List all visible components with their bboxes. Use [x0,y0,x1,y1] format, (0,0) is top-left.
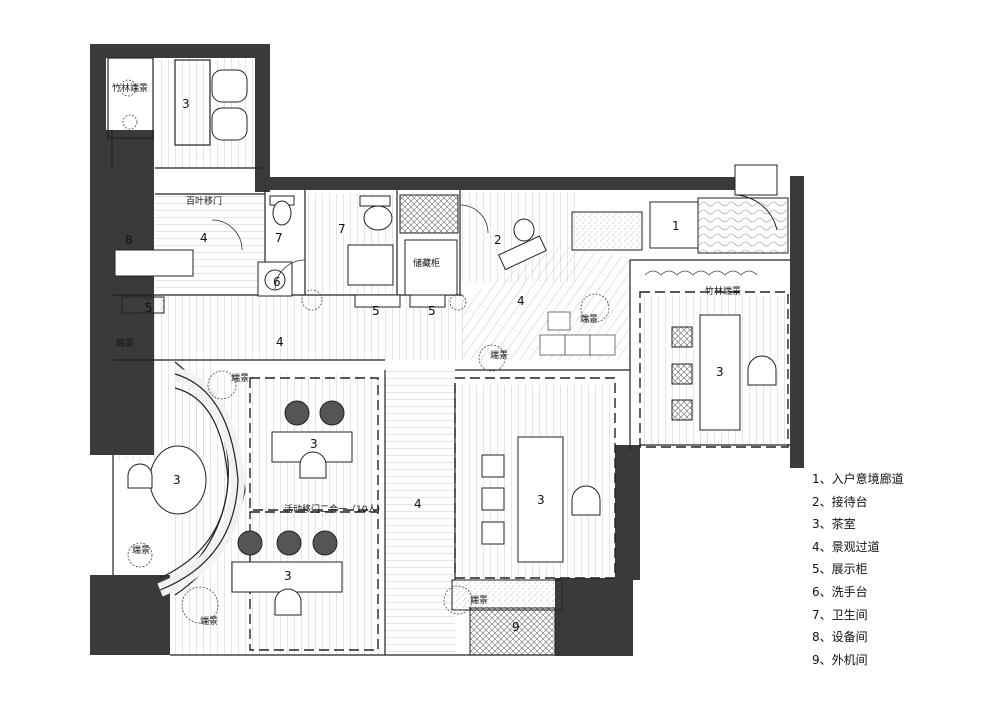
door-swings [112,204,489,411]
room-label-7-a: 7 [275,231,283,245]
legend-item: 6、洗手台 [812,584,868,599]
room-legend: 1、入户意境廊道 2、接待台 3、茶室 4、景观过道 5、展示柜 6、洗手台 7… [812,468,992,671]
room-number-labels: 3 8 4 7 7 2 1 6 5 5 5 4 4 3 3 3 3 4 3 9 [125,97,724,634]
annotation-louver-door: 百叶移门 [186,195,222,207]
room-label-5-a: 5 [145,301,153,315]
room-label-7-b: 7 [338,222,346,236]
annotation-end-scene-5: 端景 [200,615,218,627]
legend-item: 2、接待台 [812,494,868,509]
room-label-5-b: 5 [372,304,380,318]
room-label-3-center-table: 3 [537,493,545,507]
room-label-4-diagonal: 4 [517,294,525,308]
floor-hatching [112,58,785,655]
annotation-storage-cabinet: 储藏柜 [413,257,440,269]
toilets [257,194,459,297]
entry-corridor [571,164,789,254]
right-tearoom-furniture [671,314,777,431]
room-label-2: 2 [494,233,502,247]
annotation-labels: 竹林端景 百叶移门 储藏柜 竹林端景 端景 端景 端景 端景 端景 端景 端景 … [112,82,741,627]
room-label-3-top: 3 [182,97,190,111]
room-label-3-center-lower: 3 [284,569,292,583]
room-label-8: 8 [125,233,133,247]
annotation-end-scene-left: 端景 [116,337,134,349]
legend-item: 4、景观过道 [812,539,880,554]
legend-item: 1、入户意境廊道 [812,472,904,486]
round-tearoom-furniture [127,445,207,515]
curved-wall [157,361,246,597]
legend-item: 5、展示柜 [812,562,868,577]
annotation-end-scene-6: 端景 [470,594,488,606]
room-label-3-right: 3 [716,365,724,379]
room-label-4-vertical: 4 [414,497,422,511]
room-label-9: 9 [512,620,520,634]
room-label-3-round: 3 [173,473,181,487]
stepping-stones [539,311,616,356]
center-tearoom-lower-furniture [231,530,343,616]
legend-item: 9、外机间 [812,652,868,667]
annotation-sliding-door-note: 活动移门二合一（10人） [284,503,385,515]
legend-item: 3、茶室 [812,517,856,532]
legend-item: 7、卫生间 [812,607,868,622]
utility-rooms [114,249,563,656]
legend-item: 8、设备间 [812,630,868,645]
annotation-bamboo-scene-top: 竹林端景 [112,82,148,94]
room-label-5-c: 5 [428,304,436,318]
room-label-3-center-upper: 3 [310,437,318,451]
display-cabinets [354,294,446,308]
annotation-end-scene-2: 端景 [490,349,508,361]
center-tearoom-upper-furniture [271,400,353,479]
room-label-6: 6 [273,275,281,289]
room-label-1: 1 [672,219,680,233]
annotation-bamboo-scene-right: 竹林端景 [705,285,741,297]
annotation-end-scene-4: 端景 [132,544,150,556]
sliding-door-tracks [249,291,789,651]
annotation-end-scene-3: 端景 [231,372,249,384]
room-label-4-main: 4 [276,335,284,349]
top-tearoom-furniture [211,69,248,141]
large-tearoom-furniture [481,436,601,563]
annotation-end-scene-1: 端景 [580,313,598,325]
plants [112,79,758,624]
room-label-4-top-corridor: 4 [200,231,208,245]
reception-desk [498,218,547,271]
walls [90,44,804,656]
